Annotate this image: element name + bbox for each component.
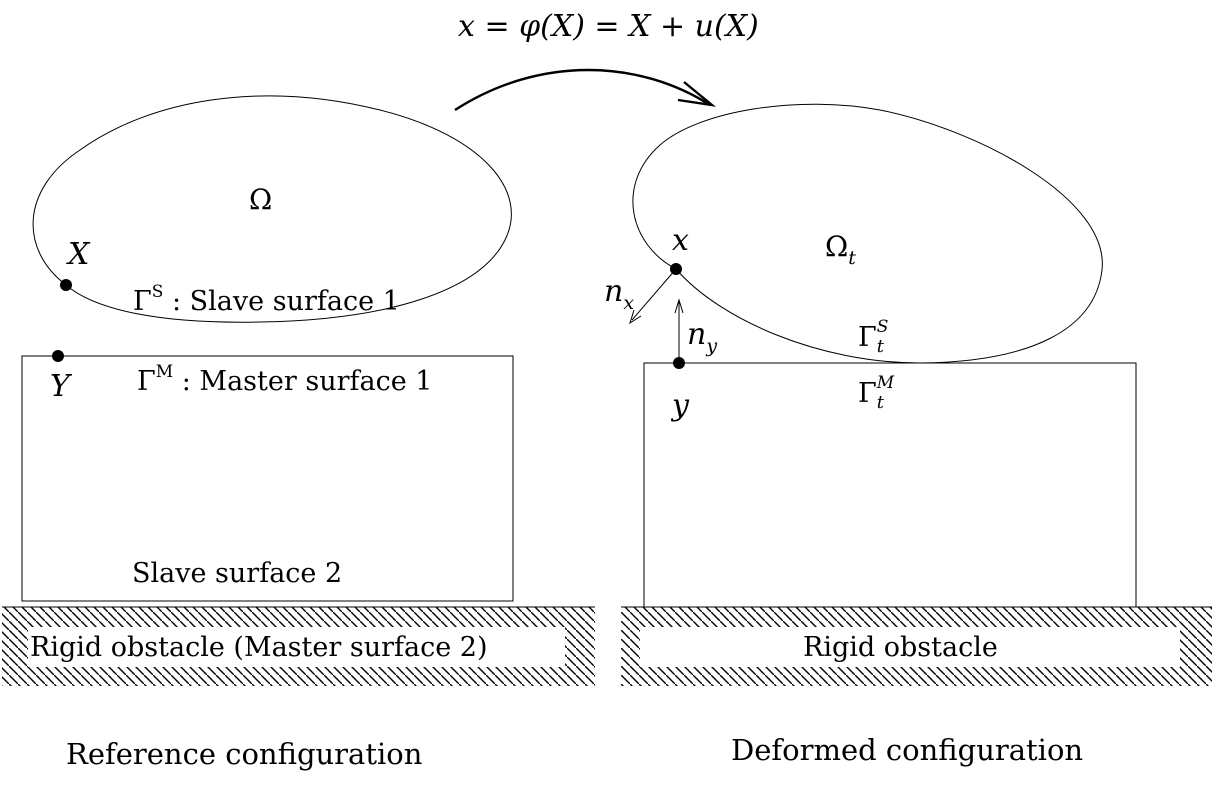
reference-block bbox=[21, 355, 514, 602]
normal-x-label: nx bbox=[604, 274, 634, 313]
gamma-symbol: Γ bbox=[858, 322, 877, 353]
master-surface-1-label: ΓM : Master surface 1 bbox=[137, 364, 433, 397]
normal-y-subscript: y bbox=[706, 335, 718, 357]
point-y-label: y bbox=[672, 388, 689, 423]
point-Y-label: Y bbox=[50, 369, 70, 404]
slave-surface-2-label: Slave surface 2 bbox=[132, 558, 343, 589]
slave-surface-1-label: ΓS : Slave surface 1 bbox=[133, 284, 400, 317]
omega-symbol: Ω bbox=[825, 230, 849, 263]
normal-y-arrowhead bbox=[674, 298, 684, 314]
point-X-marker bbox=[60, 279, 72, 291]
reference-body-outline bbox=[32, 95, 512, 323]
omega-subscript-t: t bbox=[848, 247, 856, 269]
deformed-body-outline bbox=[632, 103, 1103, 364]
normal-x-vector bbox=[631, 268, 677, 321]
subscript-t: t bbox=[876, 336, 884, 357]
normal-x-subscript: x bbox=[623, 292, 635, 314]
superscript-S: S bbox=[876, 317, 889, 337]
deformed-caption: Deformed configuration bbox=[731, 733, 1084, 767]
reference-caption: Reference configuration bbox=[66, 737, 423, 771]
gamma-symbol: Γ bbox=[858, 378, 877, 409]
normal-y-label: ny bbox=[687, 317, 717, 356]
deformed-domain-symbol: Ωt bbox=[825, 230, 856, 268]
reference-obstacle-label: Rigid obstacle (Master surface 2) bbox=[30, 632, 488, 663]
reference-obstacle-inner bbox=[28, 627, 565, 667]
slave-surface-1-text: : Slave surface 1 bbox=[171, 286, 400, 317]
gamma-symbol: Γ bbox=[133, 286, 152, 317]
superscript-M: M bbox=[876, 373, 895, 393]
point-Y-marker bbox=[52, 350, 64, 362]
normal-y-n: n bbox=[687, 317, 707, 352]
subscript-t: t bbox=[876, 392, 884, 413]
deformed-master-surface-label: Γ M t bbox=[858, 375, 901, 412]
normal-x-arrowhead bbox=[629, 309, 642, 325]
point-X-label: X bbox=[68, 237, 90, 272]
master-surface-1-text: : Master surface 1 bbox=[181, 366, 433, 397]
gamma-symbol: Γ bbox=[137, 366, 156, 397]
mapping-formula: x = φ(X) = X + u(X) bbox=[458, 9, 759, 44]
mapping-arrow bbox=[454, 68, 711, 112]
deformed-obstacle-label: Rigid obstacle bbox=[803, 632, 998, 663]
point-x-label: x bbox=[672, 223, 689, 258]
reference-domain-symbol: Ω bbox=[249, 183, 273, 216]
normal-x-n: n bbox=[604, 274, 624, 309]
deformed-slave-surface-label: Γ S t bbox=[858, 319, 897, 356]
mapping-arrowhead bbox=[677, 81, 717, 107]
deformed-obstacle-inner bbox=[640, 627, 1180, 667]
superscript-M: M bbox=[155, 362, 174, 382]
superscript-S: S bbox=[151, 282, 164, 302]
